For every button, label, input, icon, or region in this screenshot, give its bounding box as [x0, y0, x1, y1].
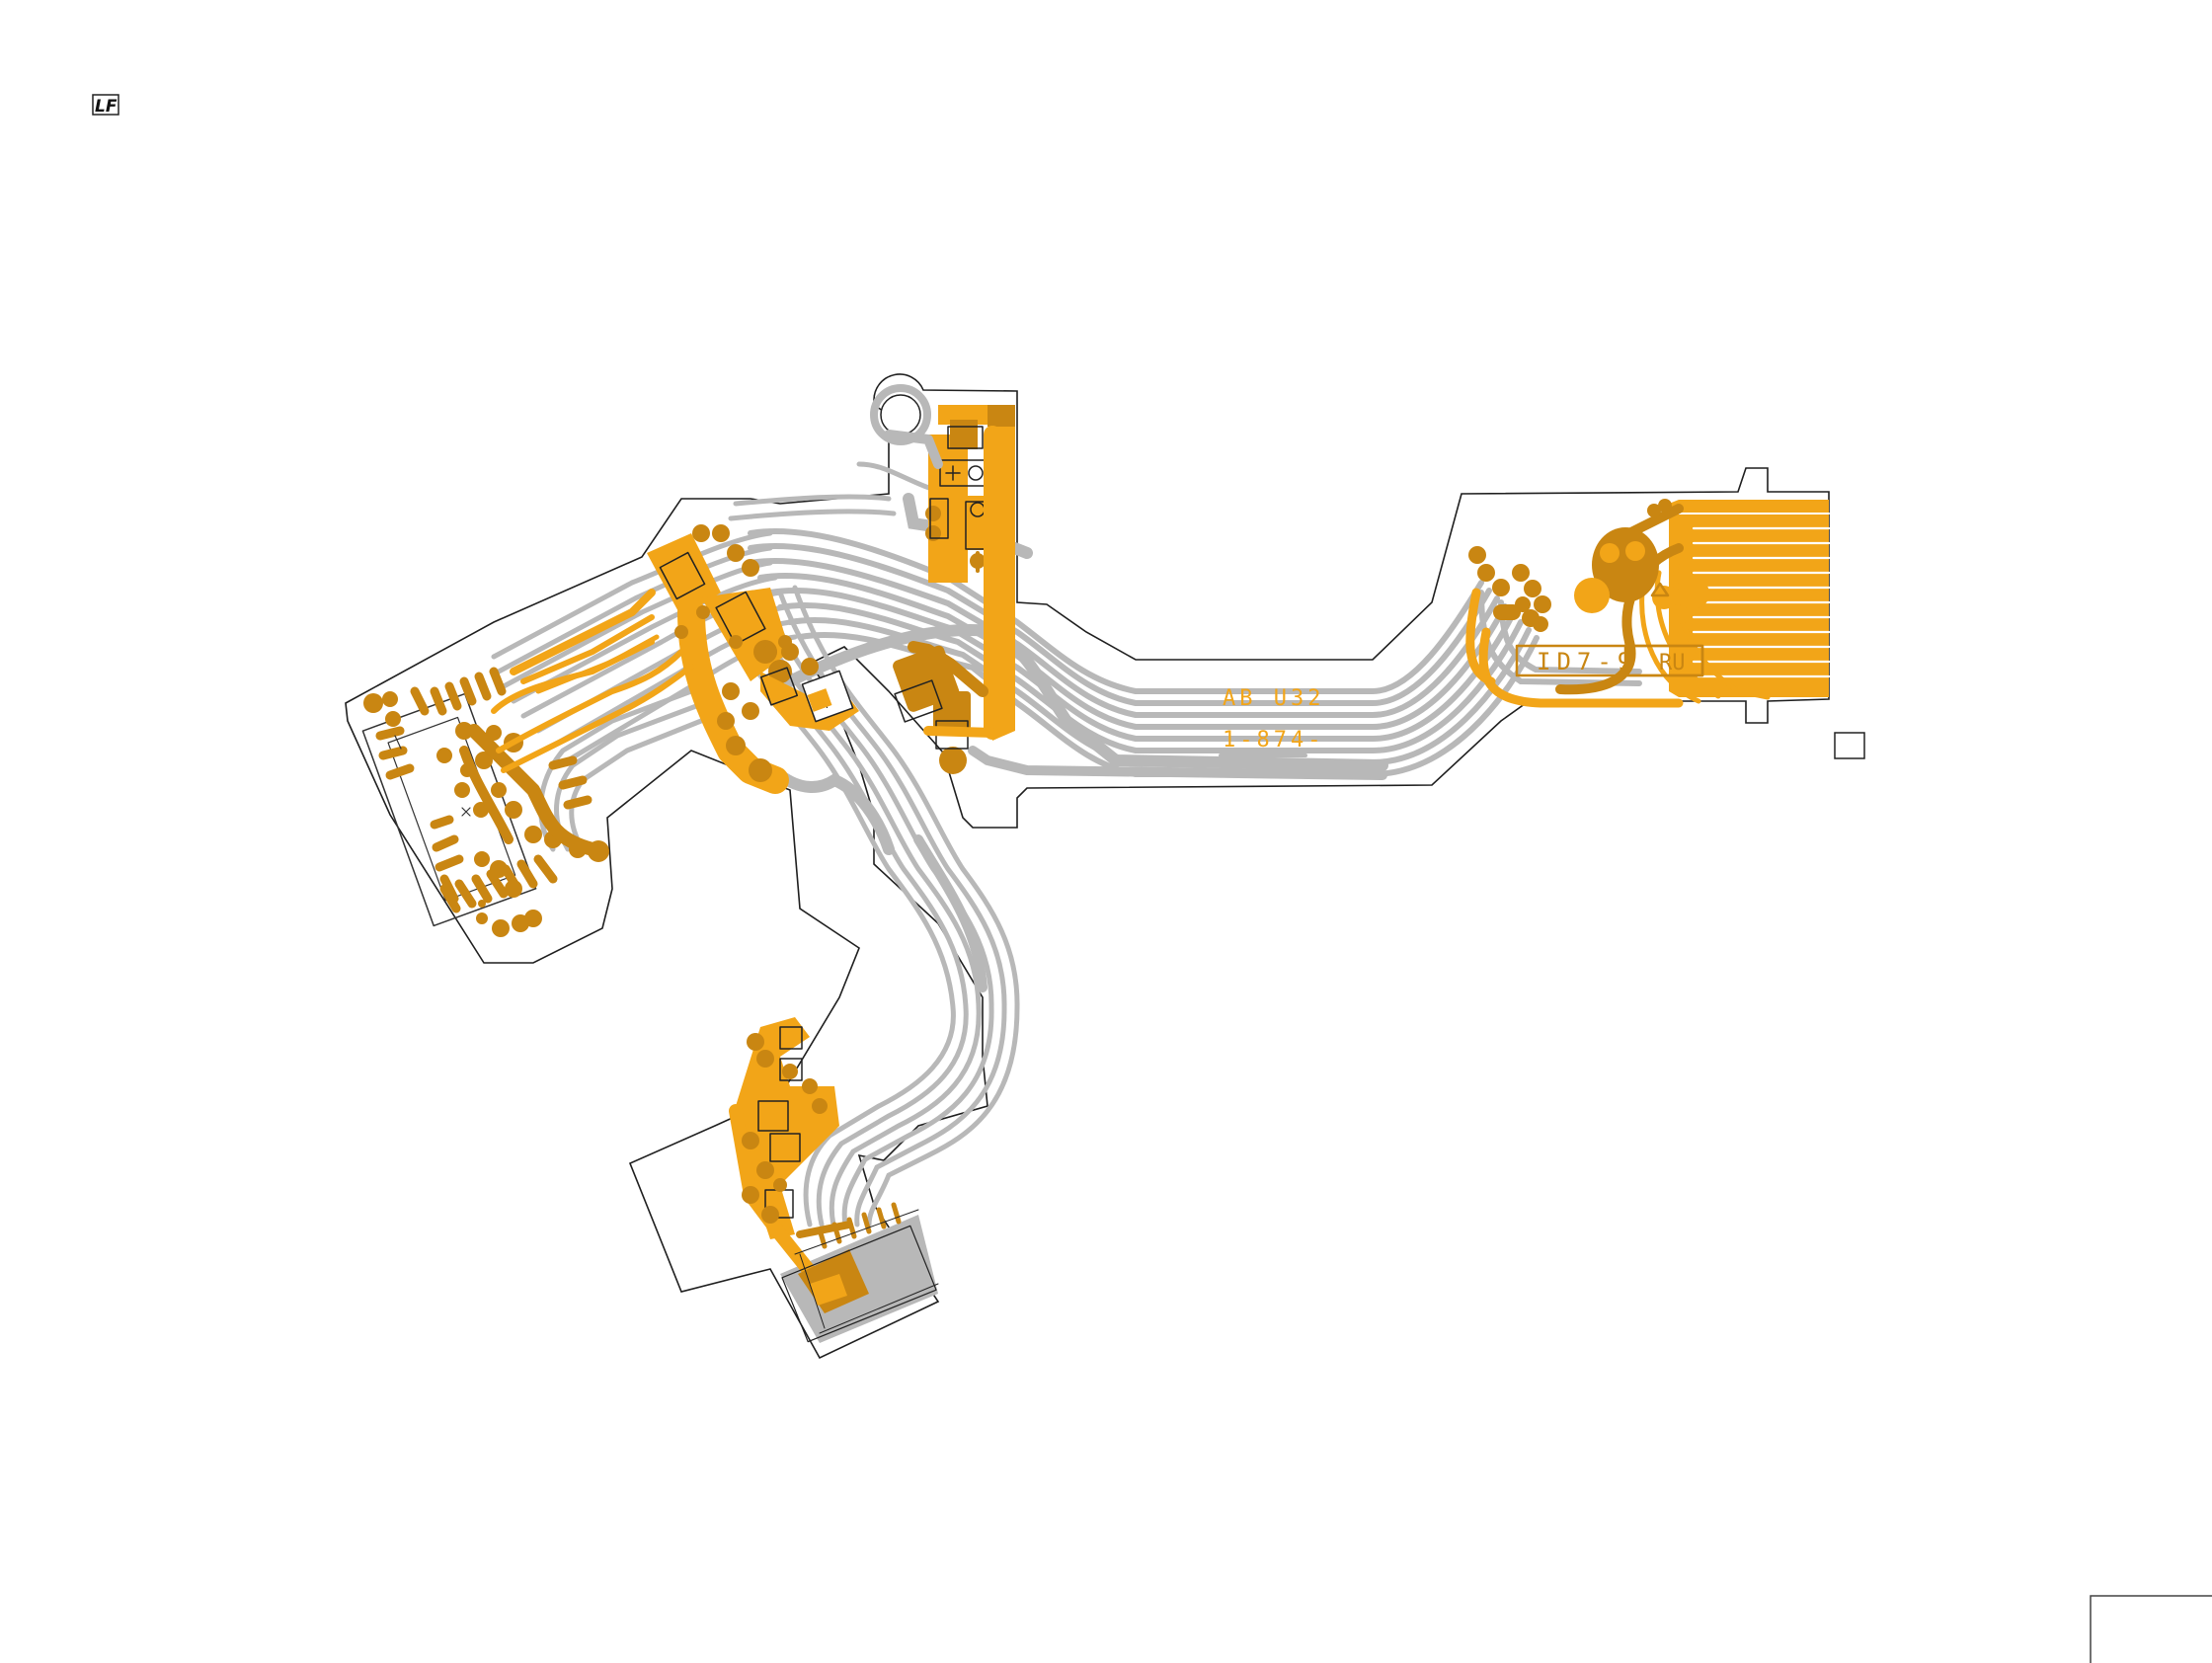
board-outline: [346, 374, 1829, 1358]
lf-logo-icon: LF: [93, 95, 118, 117]
silkscreen-mirror-mark: RU: [1659, 651, 1686, 675]
logo-text: LF: [95, 97, 118, 117]
board-label-main: AB U32: [1223, 686, 1324, 711]
board-label-rev: 1-874-: [1223, 728, 1324, 752]
silkscreen-mirror-label: ID7-9: [1537, 648, 1637, 675]
corner-frame: [2091, 1596, 2212, 1663]
square-marker-icon: [1835, 733, 1864, 758]
